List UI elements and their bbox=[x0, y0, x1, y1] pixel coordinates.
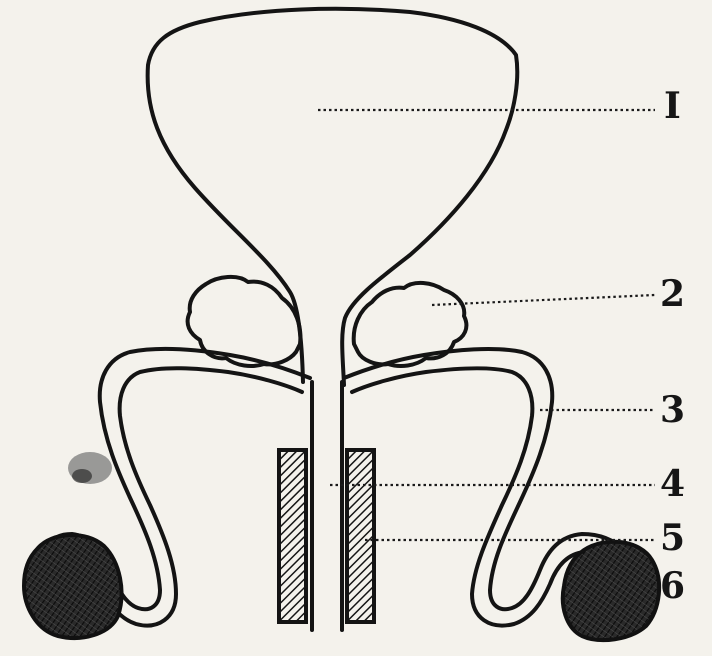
smudge-mark-small bbox=[72, 469, 92, 483]
right-duct-inner bbox=[352, 368, 584, 625]
left-testis bbox=[24, 535, 122, 638]
label-5: 5 bbox=[660, 520, 685, 556]
bladder-outline bbox=[148, 9, 518, 385]
right-testis bbox=[563, 542, 659, 640]
right-gland-outline bbox=[354, 283, 467, 366]
leader-line-2 bbox=[432, 295, 655, 305]
label-3: 3 bbox=[660, 392, 685, 428]
label-6: 6 bbox=[660, 568, 685, 604]
left-sheath bbox=[279, 450, 306, 622]
right-sheath bbox=[347, 450, 374, 622]
label-4: 4 bbox=[660, 466, 685, 502]
label-2: 2 bbox=[660, 276, 685, 312]
label-1: I bbox=[664, 88, 681, 124]
